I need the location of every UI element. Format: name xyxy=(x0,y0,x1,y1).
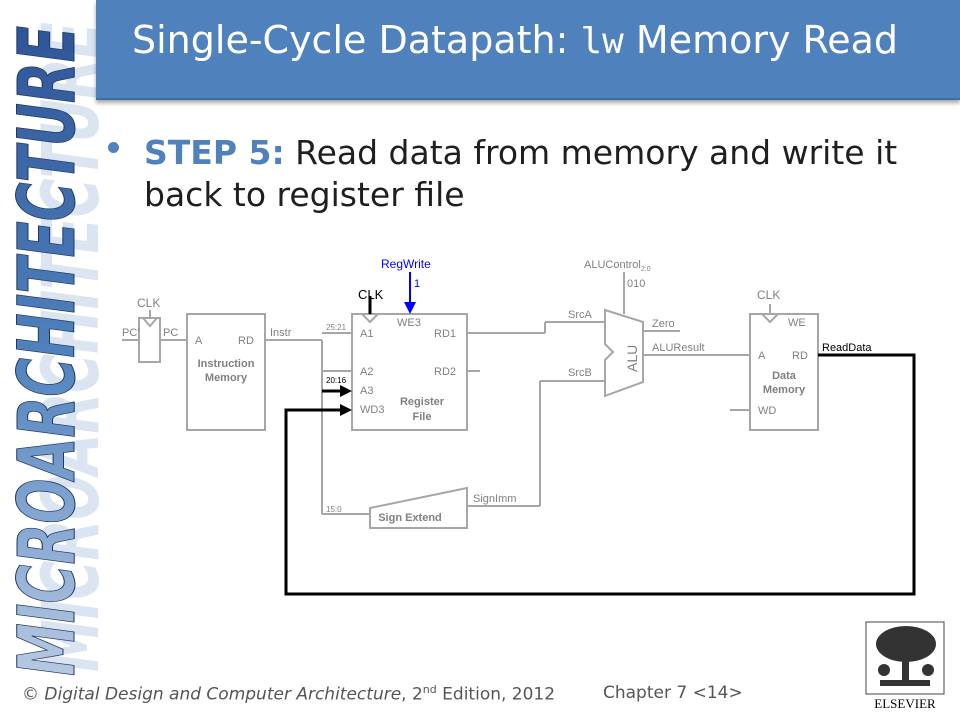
label-rf-a3: A3 xyxy=(360,385,373,397)
elsevier-logo: ELSEVIER xyxy=(865,621,945,711)
label-clk-pc: CLK xyxy=(137,296,160,310)
label-zero: Zero xyxy=(652,318,675,330)
a3-arrowhead xyxy=(340,385,352,397)
regwrite-arrowhead xyxy=(404,302,416,314)
readdata-writeback-path xyxy=(284,353,916,596)
banner-text: MICROARCHITECTURE xyxy=(3,26,93,676)
label-alucontrol-sub: 2:0 xyxy=(641,266,651,273)
label-rf-wd3: WD3 xyxy=(360,404,384,416)
label-dm-a: A xyxy=(758,350,766,362)
label-im-name2: Memory xyxy=(205,372,248,384)
label-bits-25-21: 25:21 xyxy=(326,323,347,332)
label-sign-extend: Sign Extend xyxy=(378,512,442,524)
label-dm-wd: WD xyxy=(758,405,776,417)
footer-chapter: Chapter 7 <14> xyxy=(603,683,743,703)
label-bits-20-16: 20:16 xyxy=(326,376,347,385)
label-regwrite-value: 1 xyxy=(414,278,420,290)
label-dm-rd: RD xyxy=(792,350,808,362)
label-dm-name1: Data xyxy=(772,370,797,382)
label-rf-name1: Register xyxy=(400,396,445,408)
footer-edition-sup: nd xyxy=(422,683,437,696)
label-rf-name2: File xyxy=(413,411,432,423)
label-alucontrol-value: 010 xyxy=(627,278,645,290)
elsevier-wordmark: ELSEVIER xyxy=(874,696,936,711)
label-srca: SrcA xyxy=(568,309,593,321)
instruction-memory xyxy=(186,313,266,431)
label-alu: ALU xyxy=(624,345,640,372)
label-clk-dm: CLK xyxy=(757,288,780,302)
label-rf-we3: WE3 xyxy=(397,317,421,329)
pc-clock-triangle xyxy=(142,317,158,328)
label-regwrite: RegWrite xyxy=(381,257,431,271)
footer-edition-rest: Edition, 2012 xyxy=(436,684,556,705)
data-memory xyxy=(749,313,819,431)
label-rf-a2: A2 xyxy=(360,366,373,378)
title-bar: Single-Cycle Datapath: lw Memory Read xyxy=(96,0,960,100)
label-aluresult: ALUResult xyxy=(652,342,705,354)
title-suffix: Memory Read xyxy=(623,18,899,62)
label-signimm: SignImm xyxy=(473,493,516,505)
label-im-a: A xyxy=(195,335,203,347)
footer-edition: , 2 xyxy=(401,684,423,705)
label-rf-rd2: RD2 xyxy=(434,366,456,378)
datapath-diagram: CLK RegWrite 1 CLK PC' PC A RD Instructi… xyxy=(122,257,916,596)
dm-clock-triangle xyxy=(761,313,779,324)
microarchitecture-banner: MICROARCHITECTURE MICROARCHITECTURE xyxy=(3,22,111,677)
banner-ghost-text: MICROARCHITECTURE xyxy=(27,22,110,672)
label-bits-15-0: 15:0 xyxy=(326,505,342,514)
step-description: Read data from memory and write it back … xyxy=(144,133,898,214)
footer-copyright: © xyxy=(22,684,45,705)
label-rf-a1: A1 xyxy=(360,328,373,340)
footer-book-title: Digital Design and Computer Architecture xyxy=(44,684,402,705)
step-label: STEP 5: xyxy=(144,133,285,172)
label-dm-name2: Memory xyxy=(763,384,806,396)
bullet-text: STEP 5: Read data from memory and write … xyxy=(144,132,924,216)
label-pc-prime: PC' xyxy=(122,327,139,339)
label-alucontrol: ALUControl2:0 xyxy=(584,259,651,273)
label-clk-rf: CLK xyxy=(358,287,384,302)
footer-citation: © Digital Design and Computer Architectu… xyxy=(22,683,555,705)
rf-clock-triangle xyxy=(361,313,379,324)
label-srcb: SrcB xyxy=(568,367,592,379)
label-readdata: ReadData xyxy=(822,342,872,354)
label-rf-rd1: RD1 xyxy=(434,328,456,340)
label-im-name1: Instruction xyxy=(198,358,255,370)
wd3-arrowhead xyxy=(340,404,352,416)
bullet-dot xyxy=(108,142,119,153)
register-file xyxy=(351,313,468,431)
title-prefix: Single-Cycle Datapath: xyxy=(132,18,581,62)
label-im-rd: RD xyxy=(238,335,254,347)
label-dm-we: WE xyxy=(788,317,806,329)
title-code: lw xyxy=(580,21,624,62)
label-pc: PC xyxy=(163,327,178,339)
sign-extend-unit xyxy=(369,486,468,529)
label-instr: Instr xyxy=(270,327,292,339)
slide-title: Single-Cycle Datapath: lw Memory Read xyxy=(132,18,898,62)
label-alucontrol-main: ALUControl xyxy=(584,259,641,271)
